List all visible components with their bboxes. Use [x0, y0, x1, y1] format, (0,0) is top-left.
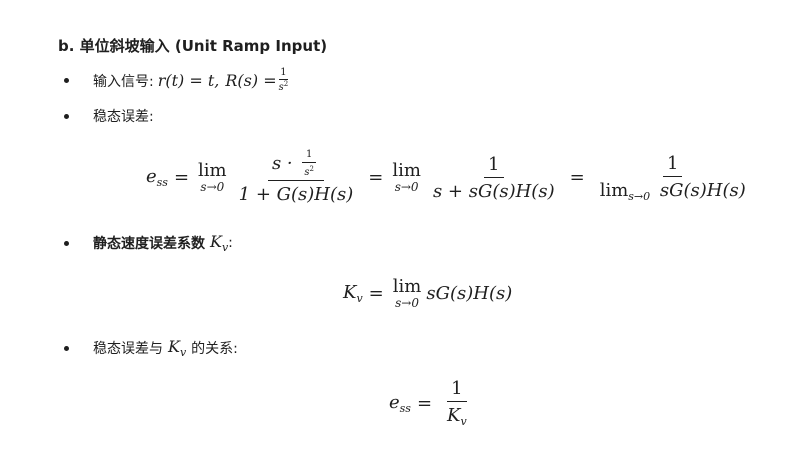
ess-kv-denominator: Kv [443, 402, 471, 428]
kv-sub: v [221, 241, 229, 254]
kv-sub: v [179, 346, 187, 359]
bullet-label: 输入信号: [93, 73, 154, 90]
ess-lhs-sub: ss [399, 401, 411, 415]
lim-word: lim [392, 276, 422, 297]
kv-symbol: Kv [168, 337, 186, 359]
bullet-label: 稳态误差与 [93, 341, 163, 357]
inner-den: s2 [300, 163, 318, 178]
ess-kv-den-sub: v [460, 415, 467, 428]
equals-sign: = [173, 167, 190, 188]
frac3-den-rest: sG(s)H(s) [659, 179, 746, 201]
bullet-dot-icon [64, 78, 69, 83]
limit-operator: lim s→0 [392, 159, 421, 194]
section-heading: b. 单位斜坡输入 (Unit Ramp Input) [58, 37, 328, 55]
kv-base: K [210, 232, 222, 251]
frac1-inner-fraction: 1 s2 [300, 150, 318, 178]
bullet-dot-icon [64, 240, 69, 246]
inner-den-sup: 2 [309, 165, 314, 173]
bullet-suffix: 的关系: [191, 341, 238, 357]
fraction-1-denominator: 1 + G(s)H(s) [238, 184, 354, 205]
fraction-2-denominator: s + sG(s)H(s) [432, 180, 555, 202]
inner-num: 1 [301, 150, 317, 163]
equation-ess-full: ess = lim s→0 s · 1 s2 1 + G(s)H(s) = li… [146, 150, 755, 206]
frac3-lim-word: lim [599, 179, 629, 201]
limit-operator: lim s→0 [198, 159, 227, 194]
kv-lhs: Kv [343, 282, 363, 305]
kv-lhs-sub: v [356, 292, 363, 306]
R-expression-lhs: R(s) = [225, 71, 277, 90]
lim-subscript: s→0 [394, 179, 419, 194]
lim-word: lim [392, 159, 421, 181]
ess-lhs: ess [146, 166, 168, 189]
equals-sign: = [368, 283, 384, 305]
R-den-sup: 2 [283, 80, 289, 88]
bullet-velocity-constant: 静态速度误差系数 Kv : [64, 232, 233, 254]
ess-kv-numerator: 1 [447, 378, 467, 402]
R-fraction-numerator: 1 [279, 67, 288, 80]
ess-lhs-sub: ss [156, 176, 168, 189]
inner-den-base: s [304, 167, 310, 178]
r-expression: r(t) = t, [157, 71, 220, 90]
lim-subscript: s→0 [395, 295, 419, 310]
R-fraction-denominator: s2 [279, 80, 289, 93]
limit-operator: lim s→0 [392, 276, 422, 310]
fraction-3-numerator: 1 [663, 153, 683, 177]
fraction-3-denominator: lims→0 sG(s)H(s) [596, 177, 750, 203]
bullet-steady-error: 稳态误差: [64, 106, 154, 126]
bullet-label: 静态速度误差系数 [93, 236, 205, 252]
fraction-1-numerator: s · 1 s2 [267, 150, 324, 181]
ess-lhs-base: e [146, 166, 157, 187]
ess-lhs-base: e [389, 391, 400, 413]
R-fraction: 1 s2 [279, 68, 289, 93]
equals-sign: = [368, 167, 384, 188]
frac1-num-text: s · [271, 153, 299, 174]
bullet-input-signal: 输入信号: r(t) = t, R(s) = 1 s2 [64, 68, 290, 93]
ess-kv-fraction: 1 Kv [443, 378, 471, 428]
frac3-lim-sub: s→0 [628, 189, 651, 203]
equation-kv-definition: Kv = lim s→0 sG(s)H(s) [343, 276, 513, 310]
ess-lhs: ess [389, 392, 411, 415]
fraction-1: s · 1 s2 1 + G(s)H(s) [235, 150, 358, 206]
bullet-relation: 稳态误差与 Kv 的关系: [64, 337, 238, 359]
bullet-label: 稳态误差: [93, 109, 154, 125]
ess-kv-den-base: K [447, 405, 461, 426]
bullet-dot-icon [64, 345, 69, 351]
kv-base: K [168, 337, 180, 356]
equals-sign: = [569, 167, 585, 188]
fraction-3: 1 lims→0 sG(s)H(s) [596, 153, 750, 203]
kv-lhs-base: K [343, 282, 357, 304]
bullet-suffix: : [228, 235, 233, 251]
fraction-2-numerator: 1 [484, 154, 504, 178]
fraction-2: 1 s + sG(s)H(s) [429, 154, 559, 202]
equals-sign: = [416, 392, 433, 414]
lim-subscript: s→0 [200, 179, 225, 194]
equation-ess-kv: ess = 1 Kv [389, 378, 476, 428]
R-den-base: s [278, 82, 284, 93]
bullet-dot-icon [64, 113, 69, 119]
kv-rhs: sG(s)H(s) [426, 283, 513, 305]
kv-symbol: Kv [210, 232, 228, 254]
lim-word: lim [198, 159, 227, 181]
